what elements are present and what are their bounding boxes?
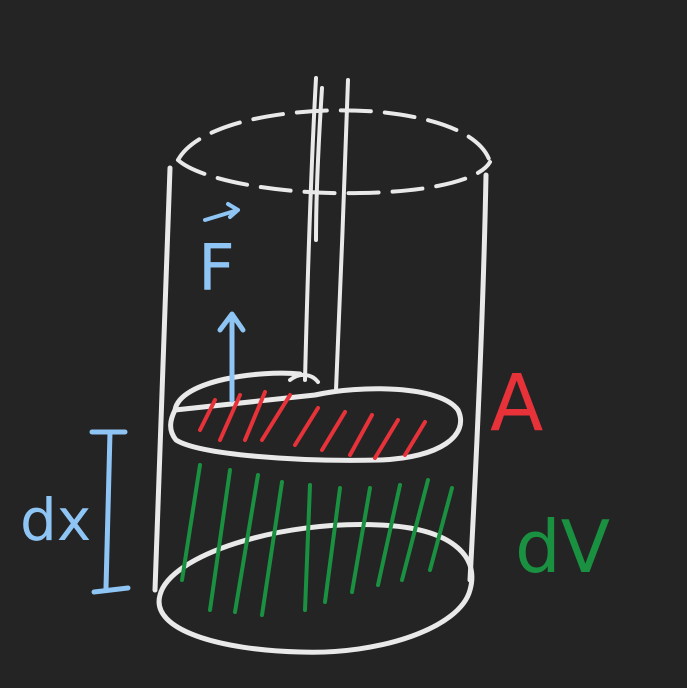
cylinder-left-wall — [152, 165, 173, 593]
volume-hatch-line — [428, 486, 454, 572]
volume-hatching — [180, 463, 454, 617]
displacement-label: dx — [20, 486, 91, 554]
volume-hatch-line — [180, 463, 202, 582]
dx-marker — [89, 429, 131, 595]
force-arrow — [217, 311, 246, 403]
cylinder-bottom — [156, 522, 475, 655]
dx-marker-bottom — [91, 585, 131, 595]
area-hatch-line — [293, 406, 320, 447]
volume-hatch-line — [323, 486, 342, 604]
volume-label: dV — [515, 505, 610, 589]
area-hatch-line — [373, 418, 400, 460]
cylinder-top-rim-back — [176, 108, 492, 164]
volume-hatch-line — [350, 486, 372, 594]
volume-hatch-line — [376, 483, 402, 587]
area-hatch-line — [243, 390, 267, 442]
piston-rod — [303, 76, 350, 392]
piston-rod-left-inner — [314, 86, 324, 242]
cylinder-right-wall — [467, 172, 489, 583]
volume-hatch-line — [260, 480, 284, 617]
volume-hatch-line — [233, 473, 260, 614]
area-hatch-line — [198, 398, 217, 432]
area-hatching — [198, 390, 427, 460]
area-hatch-line — [348, 413, 374, 457]
piston-rod-left — [303, 76, 318, 382]
force-label: F — [198, 232, 235, 306]
area-hatch-line — [320, 410, 347, 452]
force-vector-mark — [203, 202, 240, 222]
volume-hatch-line — [303, 483, 312, 612]
area-label: A — [490, 359, 543, 449]
cylinder-top-rim-front — [176, 158, 492, 196]
area-hatch-line — [403, 420, 427, 457]
area-hatch-line — [218, 393, 242, 442]
force-arrow-head — [217, 311, 246, 333]
volume-hatch-line — [208, 468, 232, 612]
dx-marker-stem — [103, 429, 113, 591]
piston-disk — [168, 370, 464, 463]
volume-hatch-line — [400, 478, 430, 582]
cylinder-top-rim — [176, 108, 492, 196]
piston-rod-foot — [288, 373, 320, 384]
piston-rod-right — [334, 78, 350, 392]
area-hatch-line — [260, 393, 292, 442]
